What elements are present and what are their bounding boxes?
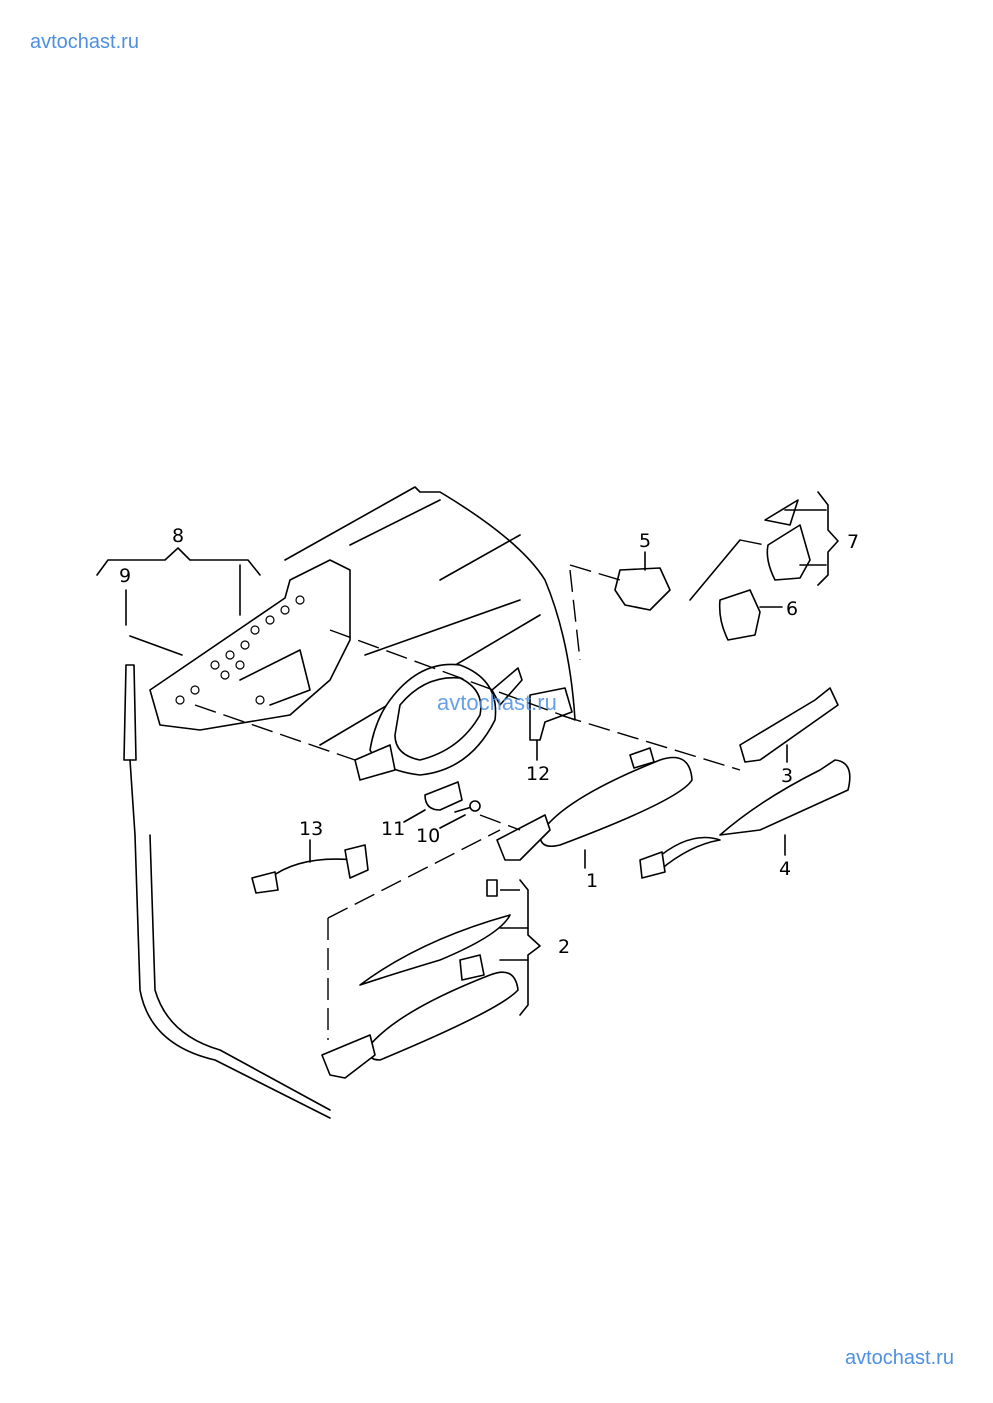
handle-with-sensor-part-4 (639, 759, 851, 879)
cap-part-6 (718, 589, 761, 641)
screw-part-10 (454, 800, 481, 813)
seal-part-3 (739, 687, 839, 763)
callout-12: 12 (526, 763, 550, 785)
callout-8: 8 (172, 525, 184, 547)
door-handle-part-1 (496, 747, 693, 861)
watermark-top[interactable]: avtochast.ru (30, 31, 139, 53)
leader-lines (96, 491, 839, 1016)
cap-trim-part-7 (764, 499, 799, 526)
handle-recess (354, 663, 523, 781)
handle-set-part-2 (321, 879, 519, 1079)
gasket-part-11 (424, 781, 463, 811)
callout-13: 13 (299, 818, 323, 840)
cap-part-7 (766, 524, 811, 581)
callout-5: 5 (639, 530, 651, 552)
callout-10: 10 (416, 825, 440, 847)
callout-3: 3 (781, 765, 793, 787)
wiring-part-13 (251, 844, 369, 894)
callout-1: 1 (586, 870, 598, 892)
callout-labels: 1 2 3 4 5 6 7 8 9 10 11 12 13 (119, 525, 859, 958)
cable-part-9 (123, 664, 331, 1119)
callout-4: 4 (779, 858, 791, 880)
callout-11: 11 (381, 818, 405, 840)
dash-lines (194, 539, 766, 1040)
lock-cylinder-part-5 (614, 567, 671, 611)
callout-2: 2 (558, 936, 570, 958)
watermark-bottom[interactable]: avtochast.ru (845, 1347, 954, 1369)
watermark-center: avtochast.ru (437, 690, 557, 715)
handle-carrier-part-8 (149, 559, 351, 731)
callout-7: 7 (847, 531, 859, 553)
callout-9: 9 (119, 565, 131, 587)
clip-part-12 (529, 687, 573, 741)
callout-6: 6 (786, 598, 798, 620)
